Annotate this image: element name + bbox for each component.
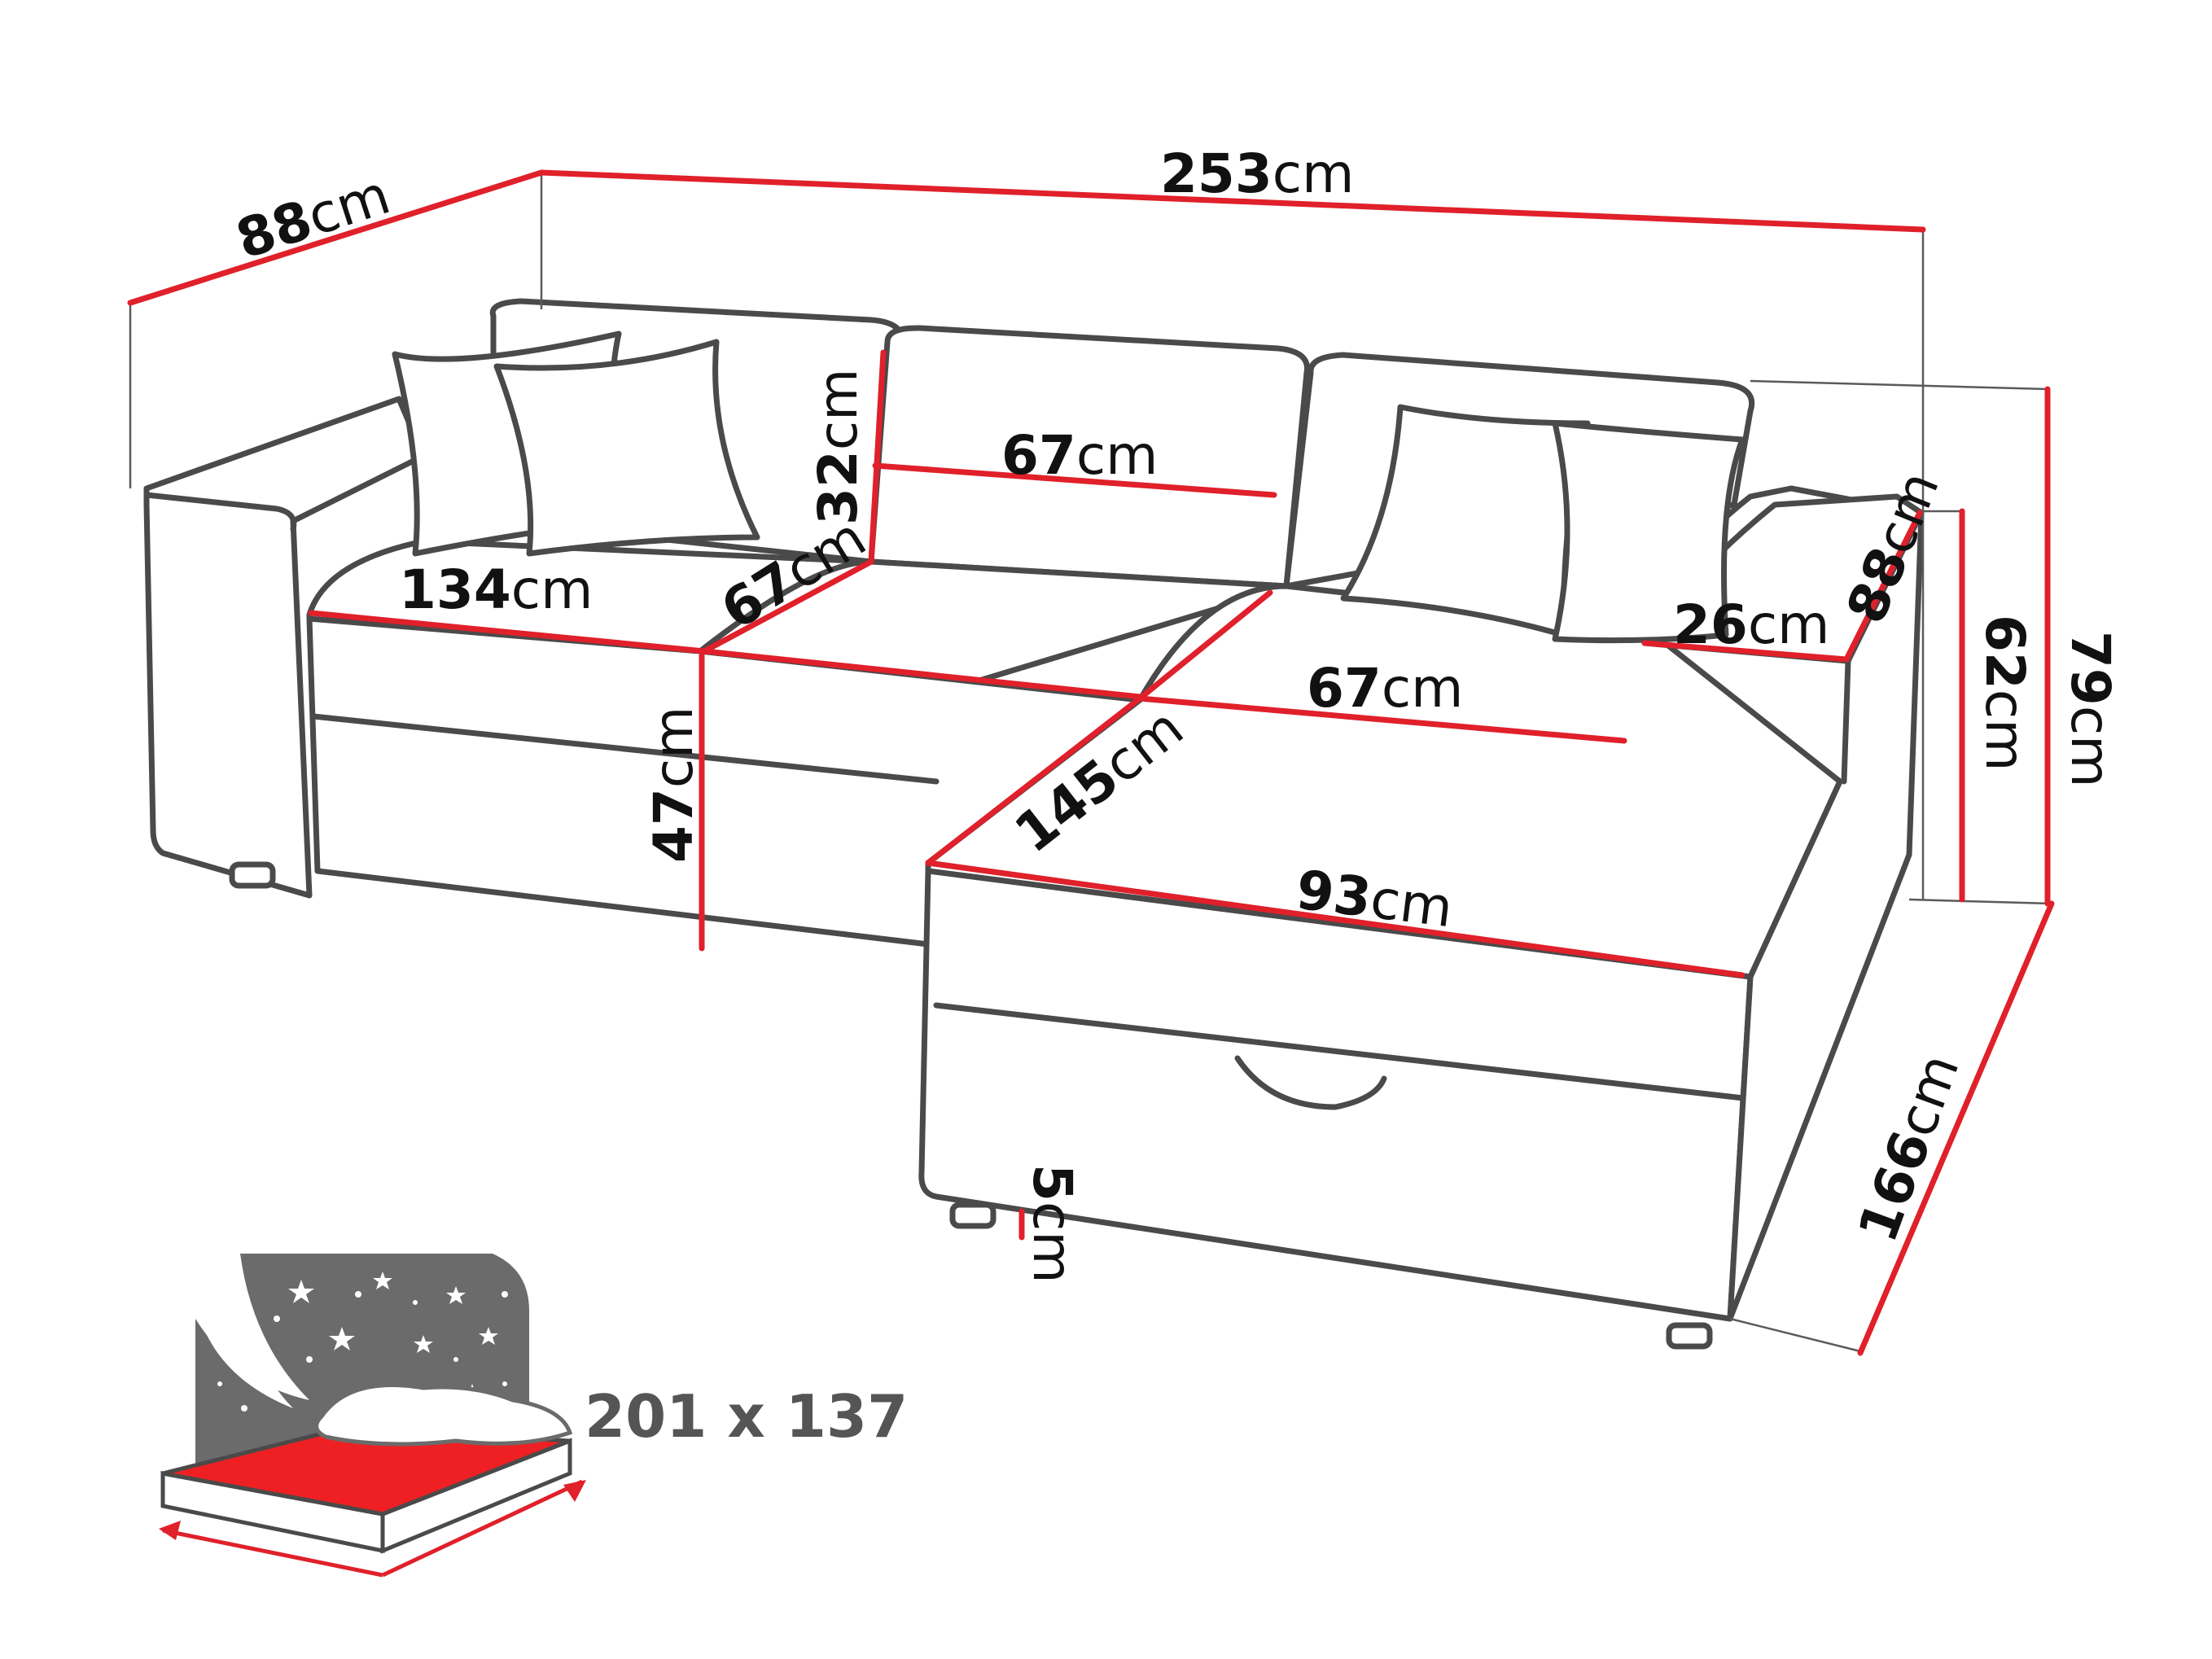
leg-1 xyxy=(229,861,276,889)
leg-3 xyxy=(1666,1322,1713,1350)
left-armrest xyxy=(143,396,427,899)
moon-shape xyxy=(195,1302,293,1408)
label-67-back: 67cm xyxy=(1001,424,1158,487)
base-seam xyxy=(310,713,940,785)
extension-lines xyxy=(129,173,2052,1353)
dim-line-67-back xyxy=(872,462,1277,498)
dim-line-chaise-back xyxy=(1137,589,1273,702)
dim-line-26 xyxy=(1641,640,1850,663)
label-32: 32cm xyxy=(807,369,869,525)
back-cushion-middle xyxy=(868,325,1311,589)
sleeping-area-label: 201 x 137 xyxy=(585,1382,908,1451)
dim-line-88-top xyxy=(127,169,545,306)
label-166: 166cm xyxy=(1846,1046,1972,1250)
sofa-drawing xyxy=(143,298,1925,1350)
pillow-2 xyxy=(493,339,760,557)
dimension-lines xyxy=(127,169,2055,1356)
right-armrest-side xyxy=(1841,658,1851,785)
leg-2 xyxy=(949,1202,996,1229)
label-47: 47cm xyxy=(642,707,705,863)
bed-length-arrow xyxy=(162,1528,383,1578)
dim-line-seat-front xyxy=(701,648,1143,700)
label-93: 93cm xyxy=(1293,858,1456,939)
sleeping-area-icon xyxy=(159,1254,586,1578)
seat-seam-1 xyxy=(697,558,874,654)
dim-line-166 xyxy=(1857,900,2055,1356)
left-armrest-top xyxy=(143,492,297,532)
dim-line-67-seat xyxy=(701,558,874,654)
label-62: 62cm xyxy=(1973,615,2036,771)
label-67-chaise: 67cm xyxy=(1307,657,1463,720)
dim-line-93 xyxy=(925,860,1746,978)
dim-line-253 xyxy=(538,169,1926,233)
label-26: 26cm xyxy=(1673,593,1829,656)
label-88-top: 88cm xyxy=(229,164,397,272)
label-79: 79cm xyxy=(2059,631,2122,787)
dim-line-88-arm xyxy=(1843,510,1923,663)
dim-line-67-chaise xyxy=(1137,695,1627,744)
dim-line-32 xyxy=(868,349,887,565)
label-5: 5cm xyxy=(1021,1164,1084,1284)
chaise-front xyxy=(918,868,1754,1322)
dim-line-134 xyxy=(308,610,707,654)
mattress-outline xyxy=(162,1426,571,1517)
pillow-bed-icon xyxy=(314,1383,573,1447)
drawer-handle xyxy=(1234,1055,1387,1110)
label-134: 134cm xyxy=(399,558,593,621)
pillow-4 xyxy=(1552,420,1746,644)
dim-line-145 xyxy=(925,695,1143,866)
label-253: 253cm xyxy=(1160,142,1354,205)
chaise-seam xyxy=(933,1002,1754,1102)
bed-width-arrow xyxy=(381,1479,584,1578)
